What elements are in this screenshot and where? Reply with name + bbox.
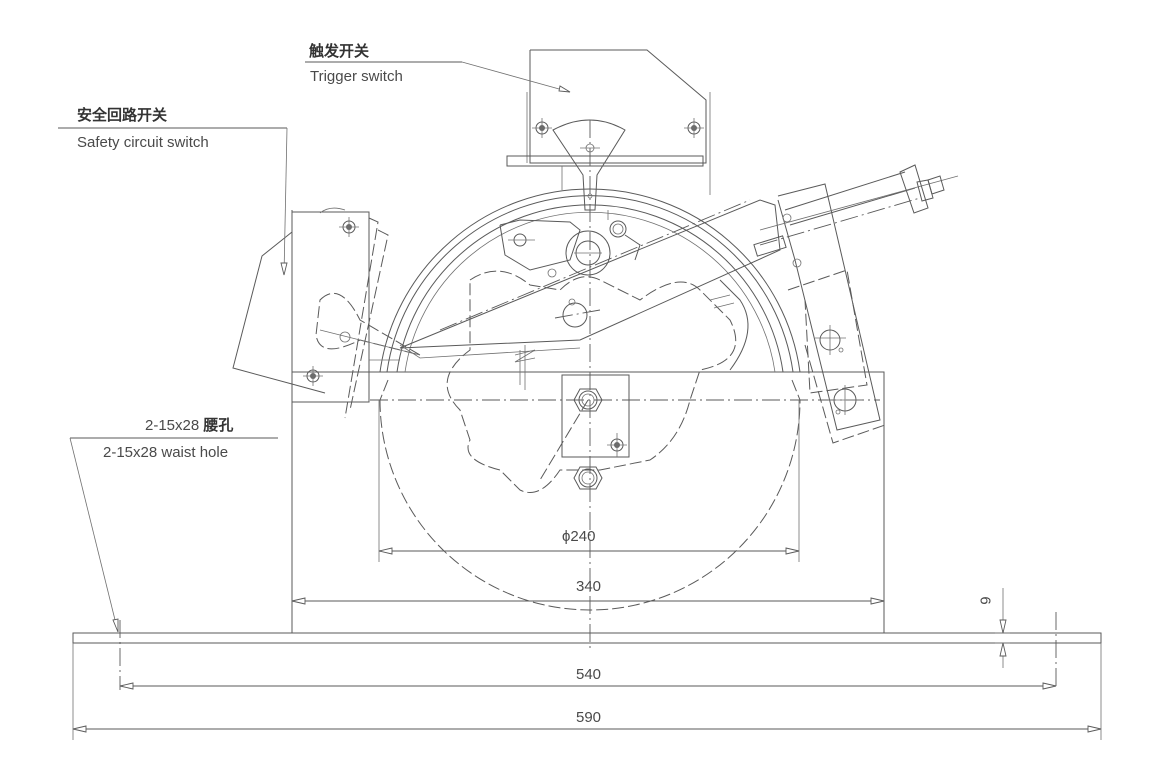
screw-icon [684,118,704,138]
dimension-lines [72,400,1102,733]
waist-hole-label-en: 2-15x28 waist hole [103,444,229,461]
dim-frame-width: 340 [576,578,602,595]
trigger-switch-body [506,49,711,211]
waist-hole-spec: 2-15x28 [145,417,204,434]
nut-icon [573,466,603,490]
dim-base-length: 590 [576,709,602,726]
center-bracket [539,374,630,490]
screw-icon [532,118,552,138]
trigger-switch-label-en: Trigger switch [310,68,403,85]
dim-base-thickness: 6 [976,596,994,605]
center-lines [119,120,1057,690]
screw-icon [339,217,359,237]
safety-switch-label-en: Safety circuit switch [77,134,209,151]
leader-lines [58,61,571,633]
screw-icon [607,433,627,457]
dim-sheave-diameter: ϕ240 [562,528,596,545]
safety-switch-label-cn: 安全回路开关 [77,107,168,124]
nut-icon [573,388,603,412]
lever-arm [399,199,781,493]
waist-hole-cn: 腰孔 [203,417,234,434]
safety-switch-body [232,207,421,419]
trigger-switch-label-cn: 触发开关 [309,43,370,60]
waist-hole-label-cn: 2-15x28 腰孔 [145,414,233,435]
tension-bracket [753,164,959,444]
screw-icon [303,366,323,386]
dim-hole-spacing: 540 [576,666,602,683]
